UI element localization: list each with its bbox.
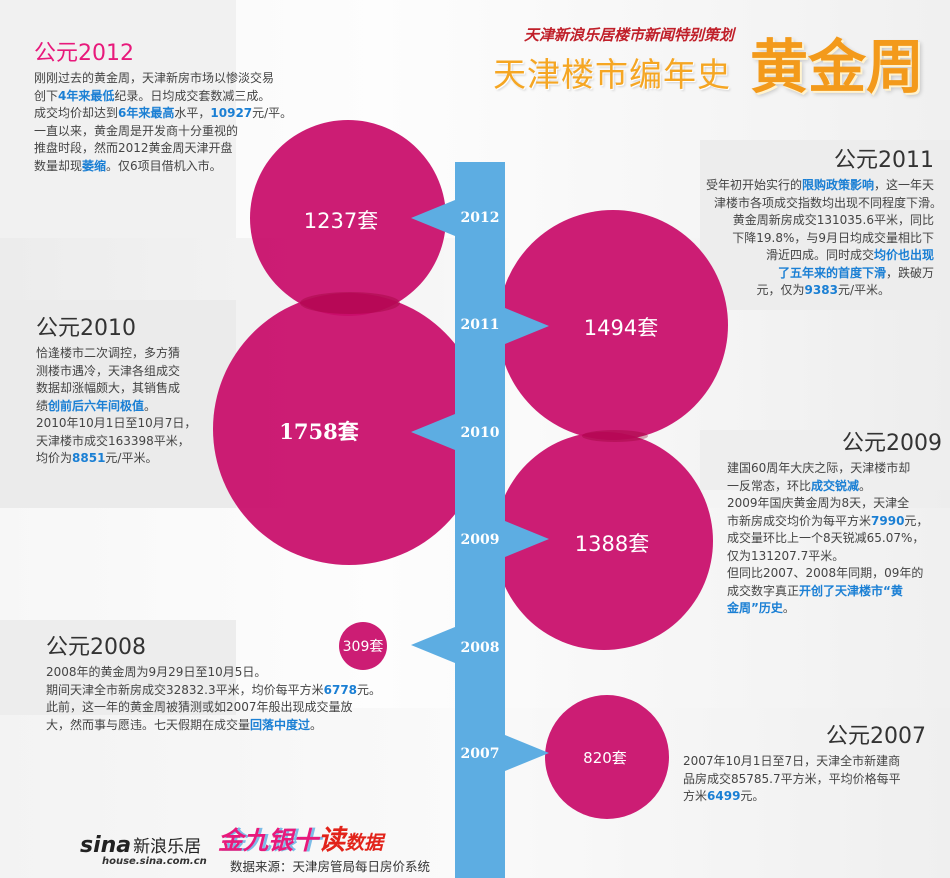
pointer-2012-icon [411, 200, 455, 236]
pointer-2007-icon [505, 735, 549, 771]
axis-year-2008: 2008 [460, 640, 500, 656]
data-source: 数据来源：天津房管局每日房价系统 [230, 859, 431, 874]
circle-overlap-2012-2010 [300, 292, 400, 314]
bg-panel-left-2012 [0, 0, 236, 238]
text-line: 一直以来，黄金周是开发商十分重视的 [34, 123, 239, 138]
text-line: 数据却涨幅颇大，其销售成 [36, 381, 181, 395]
text-line: 了五年来的首度下滑，跌破万 [777, 265, 934, 280]
circle-2008: 309套 [339, 622, 387, 670]
heading-2010: 公元2010 [36, 316, 136, 341]
text-line: 大，然而事与愿违。七天假期在成交量回落中度过。 [46, 717, 323, 732]
text-line: 品房成交85785.7平方米，平均价格每平 [683, 771, 901, 786]
text-line: 2010年10月1日至10月7日， [36, 416, 197, 430]
text-line: 成交均价却达到6年来最高水平，10927元/平。 [34, 106, 293, 120]
text-line: 成交量环比上一个8天锐减65.07%， [727, 531, 925, 545]
text-line: 金周”历史。 [727, 601, 795, 615]
text-line: 市新房成交均价为每平方米7990元， [727, 513, 929, 528]
text-line: 2007年10月1日至7日，天津全市新建商 [683, 754, 901, 768]
axis-year-2011: 2011 [460, 317, 500, 333]
pointer-2010-icon [411, 414, 455, 450]
units-2009: 1388套 [574, 532, 650, 556]
bg-panel-left-2010 [0, 300, 236, 508]
text-line: 绩创前后六年间极值。 [36, 398, 157, 413]
text-line: 滑近四成。同时成交均价也出现 [765, 248, 934, 262]
sina-wordmark: sina [80, 833, 132, 858]
heading-2009: 公元2009 [842, 431, 942, 456]
text-line: 数量却现萎缩。仅6项目借机入市。 [34, 158, 222, 173]
timeline-axis [455, 162, 505, 878]
text-line: 恰逢楼市二次调控，多方猜 [36, 346, 181, 360]
entry-2009: 公元2009 建国60周年大庆之际，天津楼市却 一反常态，环比成交锐减。 200… [727, 430, 942, 618]
text-line: 测楼市遇冷，天津各组成交 [36, 363, 181, 378]
sina-name: 新浪乐居 [133, 837, 202, 857]
entry-2008: 公元2008 2008年的黄金周为9月29日至10月5日。 期间天津全市新房成交… [46, 634, 381, 734]
heading-2012: 公元2012 [34, 41, 134, 66]
text-line: 方米6499元。 [683, 789, 765, 803]
title-subtitle: 天津新浪乐居楼市新闻特别策划 [523, 26, 734, 44]
units-2007: 820套 [583, 748, 627, 767]
units-2011: 1494套 [583, 316, 659, 340]
text-line: 受年初开始实行的限购政策影响，这一年天 [705, 178, 934, 192]
brand-part3: 数据 [345, 832, 384, 854]
title-block: 天津新浪乐居楼市新闻特别策划 天津楼市编年史 黄金周 [493, 20, 924, 101]
entry-2012: 公元2012 刚刚过去的黄金周，天津新房市场以惨淡交易 创下4年来最低纪录。日均… [34, 40, 292, 175]
brand-part1: 金九银十 [218, 826, 319, 855]
text-line: 此前，这一年的黄金周被猜测或如2007年般出现成交量放 [46, 700, 353, 714]
axis-year-2012: 2012 [460, 210, 500, 226]
text-line: 仅为131207.7平米。 [727, 548, 845, 563]
title-highlight: 黄金周 [749, 33, 924, 101]
bg-panel-left-2008 [0, 620, 236, 715]
text-line: 天津楼市成交163398平米， [36, 433, 190, 448]
text-line: 但同比2007、2008年同期，09年的 [727, 566, 924, 580]
entry-2010: 公元2010 恰逢楼市二次调控，多方猜 测楼市遇冷，天津各组成交 数据却涨幅颇大… [36, 315, 196, 468]
pointer-2011-icon [505, 308, 549, 344]
text-line: 2009年国庆黄金周为8天，天津全 [727, 496, 910, 510]
title-main: 天津楼市编年史 [493, 55, 731, 94]
bg-panel-right-2009 [700, 430, 950, 490]
pointer-2009-icon [505, 521, 549, 557]
pointer-2008-icon [411, 627, 455, 663]
text-line: 一反常态，环比成交锐减。 [727, 478, 872, 493]
text-line: 成交数字真正开创了天津楼市“黄 [727, 583, 903, 598]
text-line: 津楼市各项成交指数均出现不同程度下滑。 [713, 195, 942, 210]
units-2012: 1237套 [303, 209, 379, 233]
axis-year-2010: 2010 [460, 425, 500, 441]
entry-2007: 公元2007 2007年10月1日至7日，天津全市新建商 品房成交85785.7… [683, 723, 948, 806]
text-line: 推盘时段，然而2012黄金周天津开盘 [34, 141, 233, 155]
sina-url: house.sina.com.cn [102, 856, 207, 867]
heading-2007: 公元2007 [826, 724, 926, 749]
text-line: 创下4年来最低纪录。日均成交套数减三成。 [34, 88, 271, 103]
text-line: 黄金周新房成交131035.6平米，同比 [732, 213, 934, 227]
text-line: 建国60周年大庆之际，天津楼市却 [727, 461, 911, 475]
text-line: 2008年的黄金周为9月29日至10月5日。 [46, 665, 267, 679]
text-line: 均价为8851元/平米。 [36, 451, 158, 465]
bg-panel-right-2011 [700, 140, 950, 310]
brand-logo: 金九银十读数据 [218, 818, 383, 857]
circle-overlap-2011-2009 [582, 430, 648, 442]
text-line: 期间天津全市新房成交32832.3平米，均价每平方米6778元。 [46, 682, 382, 697]
units-2010: 1758套 [279, 419, 359, 444]
axis-year-2009: 2009 [460, 532, 500, 548]
text-line: 下降19.8%，与9月日均成交量相比下 [732, 230, 934, 245]
brand-part2: 读 [318, 825, 346, 856]
entry-2011: 公元2011 受年初开始实行的限购政策影响，这一年天 津楼市各项成交指数均出现不… [634, 147, 942, 300]
axis-year-2007: 2007 [460, 746, 500, 762]
units-2008: 309套 [342, 639, 384, 655]
circle-2007: 820套 [545, 695, 669, 819]
heading-2008: 公元2008 [46, 635, 146, 660]
text-line: 刚刚过去的黄金周，天津新房市场以惨淡交易 [34, 71, 275, 85]
text-line: 元，仅为9383元/平米。 [756, 283, 890, 297]
heading-2011: 公元2011 [834, 148, 934, 173]
